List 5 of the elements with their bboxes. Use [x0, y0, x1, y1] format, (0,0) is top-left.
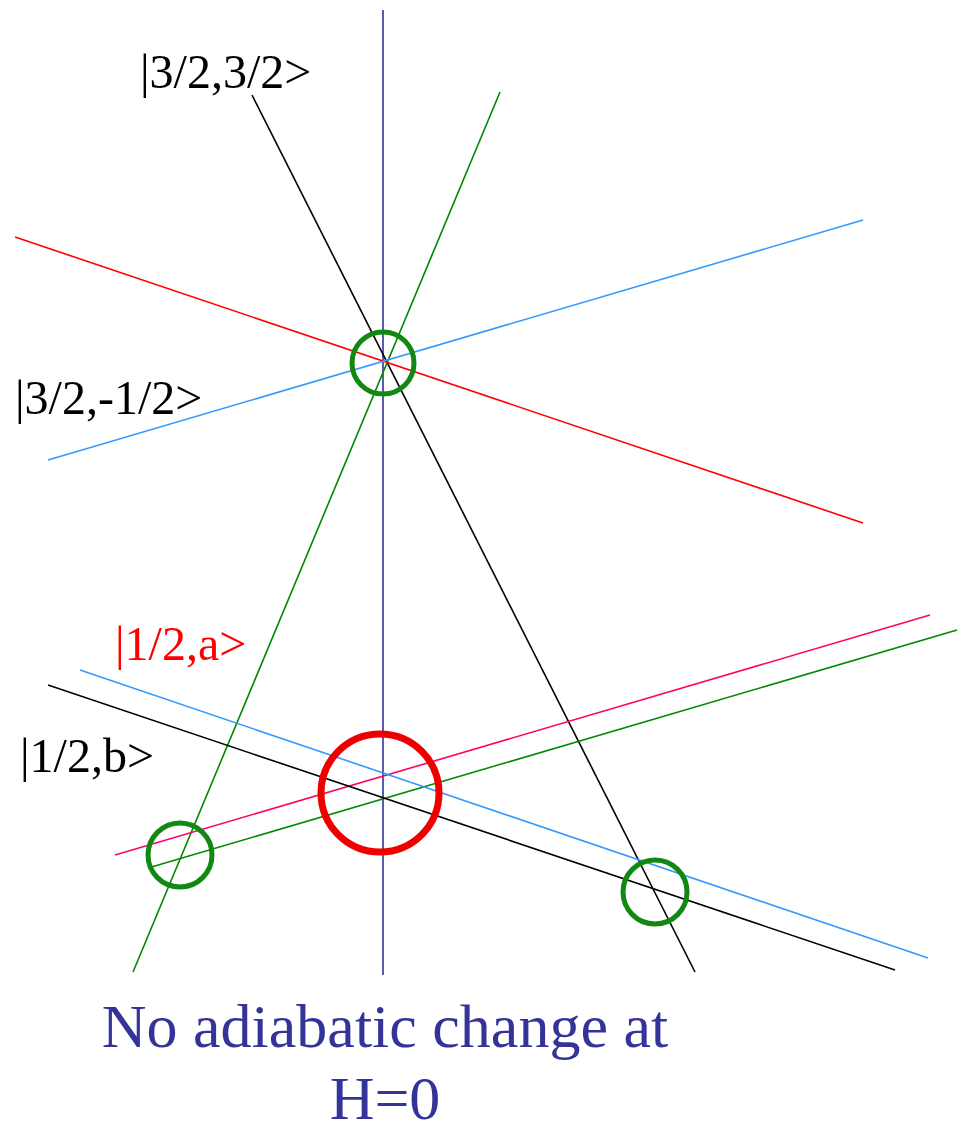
state-label: |3/2,-1/2>	[15, 374, 203, 422]
caption: No adiabatic change at H=0	[100, 991, 670, 1134]
state-label: |1/2,b>	[20, 732, 154, 780]
state-label: |1/2,a>	[115, 620, 247, 668]
state-label: |3/2,3/2>	[140, 48, 312, 96]
